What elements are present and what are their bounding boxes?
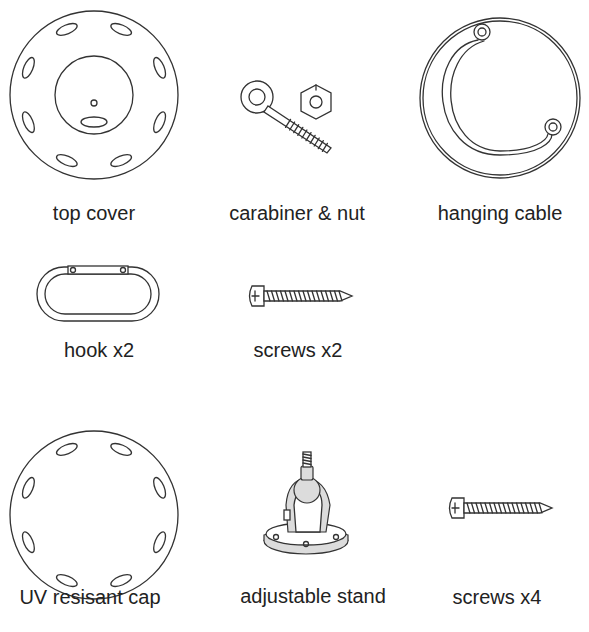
top-cover-drawing — [10, 11, 178, 179]
part-name: screws x2 — [254, 338, 343, 362]
hook-drawing — [37, 266, 159, 321]
screw-drawing — [450, 498, 553, 518]
part-name: adjustable stand — [240, 584, 386, 608]
adjustable-stand-drawing — [264, 452, 348, 554]
part-name: UV resisant cap — [19, 585, 160, 609]
part-name: hook x2 — [64, 338, 134, 362]
part-name: screws x4 — [453, 585, 542, 609]
part-name: top cover — [53, 201, 135, 225]
screw-drawing — [250, 286, 353, 306]
hanging-cable-drawing — [420, 18, 580, 178]
part-name: carabiner & nut — [229, 201, 365, 225]
uv-cap-drawing — [10, 431, 178, 599]
eye-bolt-drawing — [241, 81, 331, 153]
part-name: hanging cable — [438, 201, 563, 225]
